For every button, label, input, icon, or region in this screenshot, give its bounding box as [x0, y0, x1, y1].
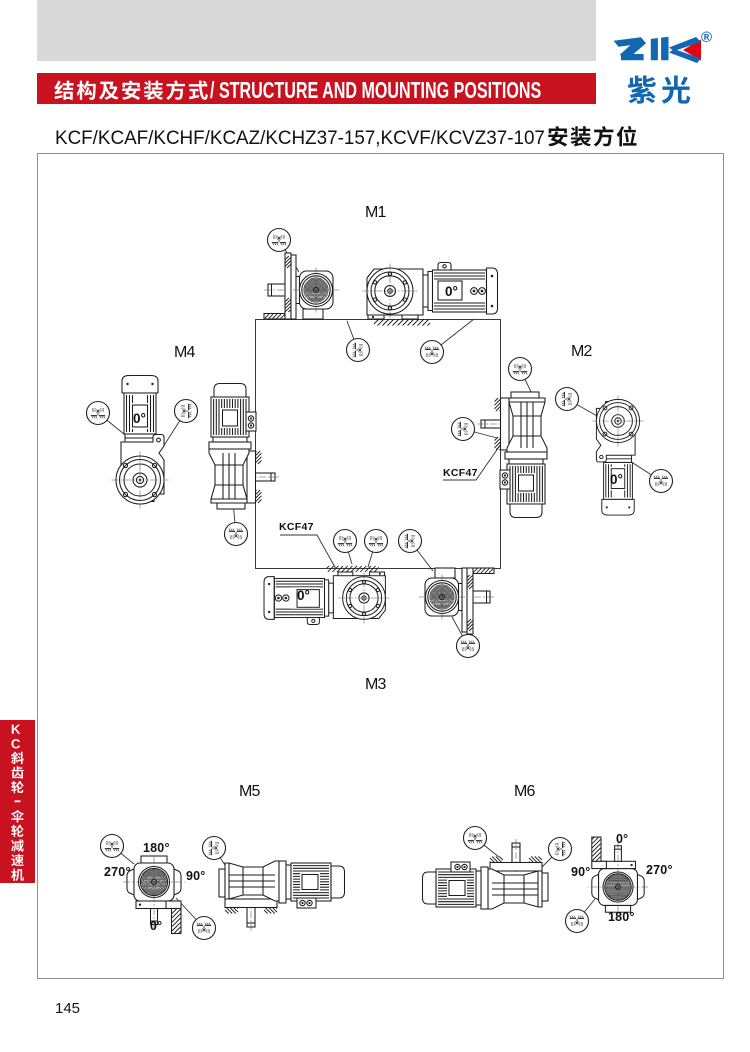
- zik-logo: [613, 36, 701, 104]
- mounting-symbol-balloon: [223, 521, 249, 547]
- header-title-cn-art: [54, 80, 208, 100]
- position-label-m1: M1: [365, 204, 386, 221]
- mounting-symbol-balloon: [99, 833, 125, 859]
- diagram-linework: [85, 227, 674, 941]
- gearmotor-flange-view-m4: [110, 374, 170, 510]
- position-label-m3: M3: [365, 676, 386, 693]
- angle-label-m6-0: 0°: [616, 832, 629, 846]
- registered-mark: ®: [701, 29, 713, 46]
- position-label-m6: M6: [514, 783, 535, 800]
- angle-label-m5-0: 0°: [150, 919, 163, 933]
- mounting-symbol-balloon: [554, 386, 580, 412]
- header-gray-band: [37, 0, 596, 61]
- header-title-en: / STRUCTURE AND MOUNTING POSITIONS: [210, 77, 542, 103]
- mounting-symbol-balloon: [345, 337, 371, 363]
- sidebar-tab: KC斜齿轮-伞轮减速机: [0, 720, 35, 883]
- diagram-frame: [37, 153, 724, 979]
- mounting-symbol-balloon: [191, 915, 217, 941]
- mounting-symbol-balloon: [266, 227, 292, 253]
- position-label-m2: M2: [571, 343, 592, 360]
- motor-front-view-m1: [263, 252, 340, 320]
- sidebar-tab-art: [11, 724, 24, 881]
- angle-label-m5-270: 270°: [104, 865, 131, 879]
- gearmotor-profile-m4: [208, 382, 280, 510]
- gearmotor-side-view-m1: [361, 261, 499, 327]
- angle-label-m5-180: 180°: [143, 841, 170, 855]
- mounting-symbol-balloon: [397, 528, 423, 554]
- angle-label-m5-90: 90°: [186, 869, 206, 883]
- mounting-symbol-balloon: [332, 528, 358, 554]
- kcf47-callout-1: KCF47: [443, 467, 478, 479]
- mounting-symbol-balloon: [201, 835, 227, 861]
- page-title-models: KCF/KCAF/KCHF/KCAZ/KCHZ37-157,KCVF/KCVZ3…: [55, 127, 545, 149]
- angle-label-m6-180: 180°: [608, 910, 635, 924]
- gearmotor-profile-m2: [476, 391, 548, 519]
- mounting-symbol-balloon: [507, 356, 533, 382]
- motor-zero-mark-m4: 0°: [133, 411, 146, 426]
- mounting-symbol-balloon: [455, 633, 481, 659]
- gearmotor-side-view-m3: [263, 565, 391, 625]
- motor-zero-mark-m1: 0°: [445, 284, 458, 299]
- mounting-symbol-balloon: [419, 339, 445, 365]
- kcf47-callout-2: KCF47: [279, 521, 314, 533]
- gearmotor-profile-m5: [218, 860, 346, 932]
- mounting-symbol-balloon: [547, 836, 573, 862]
- mounting-symbol-balloon: [462, 825, 488, 851]
- position-label-m5: M5: [239, 783, 260, 800]
- angle-label-m6-270: 270°: [646, 863, 673, 877]
- motor-zero-mark-m3: 0°: [297, 588, 310, 603]
- motor-front-view-m3: [418, 567, 495, 635]
- mounting-symbol-balloon: [363, 528, 389, 554]
- position-label-m4: M4: [174, 344, 195, 361]
- mounting-symbol-balloon: [648, 468, 674, 494]
- mounting-symbol-balloon: [173, 398, 199, 424]
- header-red-bar: 结构及安装方式: [37, 73, 596, 104]
- angle-label-m6-90: 90°: [571, 865, 591, 879]
- page-title-cn-art: [548, 125, 637, 147]
- mounting-symbol-balloon: [450, 416, 476, 442]
- mounting-symbol-balloon: [564, 908, 590, 934]
- motor-zero-mark-m2: 0°: [610, 472, 623, 487]
- page-number: 145: [55, 1000, 81, 1017]
- mounting-symbol-balloon: [85, 400, 111, 426]
- gearmotor-profile-m6: [421, 838, 549, 910]
- gearmotor-flange-view-m2: [591, 394, 645, 516]
- gearbox-front-view-m6: [587, 836, 649, 913]
